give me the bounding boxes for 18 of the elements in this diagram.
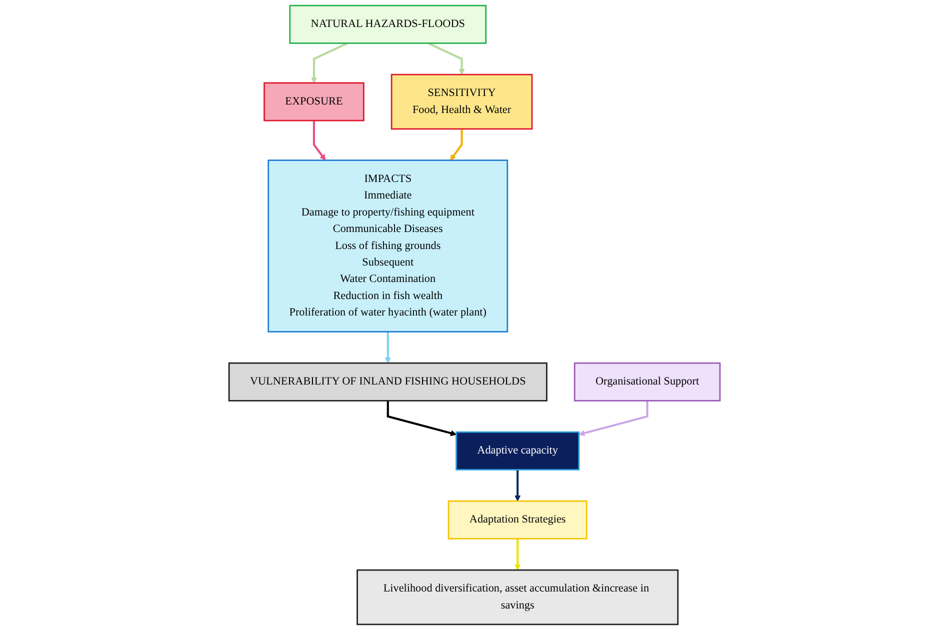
arrow: [450, 128, 463, 161]
arrow: [312, 120, 326, 161]
arrow: [386, 400, 457, 436]
node-box: Adaptive capacity: [456, 431, 580, 470]
node-box: Adaptation Strategies: [448, 500, 588, 540]
node-box: NATURAL HAZARDS-FLOODS: [289, 4, 487, 44]
arrow: [514, 538, 521, 570]
node-box: SENSITIVITY Food, Health & Water: [390, 74, 533, 130]
node-box: Organisational Support: [574, 362, 721, 402]
arrow: [384, 332, 391, 364]
arrow: [514, 470, 521, 502]
node-box: Livelihood diversification, asset accumulation &increase in savings: [356, 569, 679, 626]
node-box: EXPOSURE: [264, 82, 364, 122]
node-box: VULNERABILITY OF INLAND FISHING HOUSEHOLDS: [228, 362, 548, 402]
node-box: IMPACTS Immediate Damage to property/fishing equipment Communicable Diseases Loss of fishing grounds Subsequent Water Contamination Reduction in fish wealth Proliferation of water hyacinth (water plant): [268, 160, 508, 332]
arrow: [578, 400, 648, 436]
arrow: [310, 42, 348, 84]
arrow: [428, 42, 465, 75]
